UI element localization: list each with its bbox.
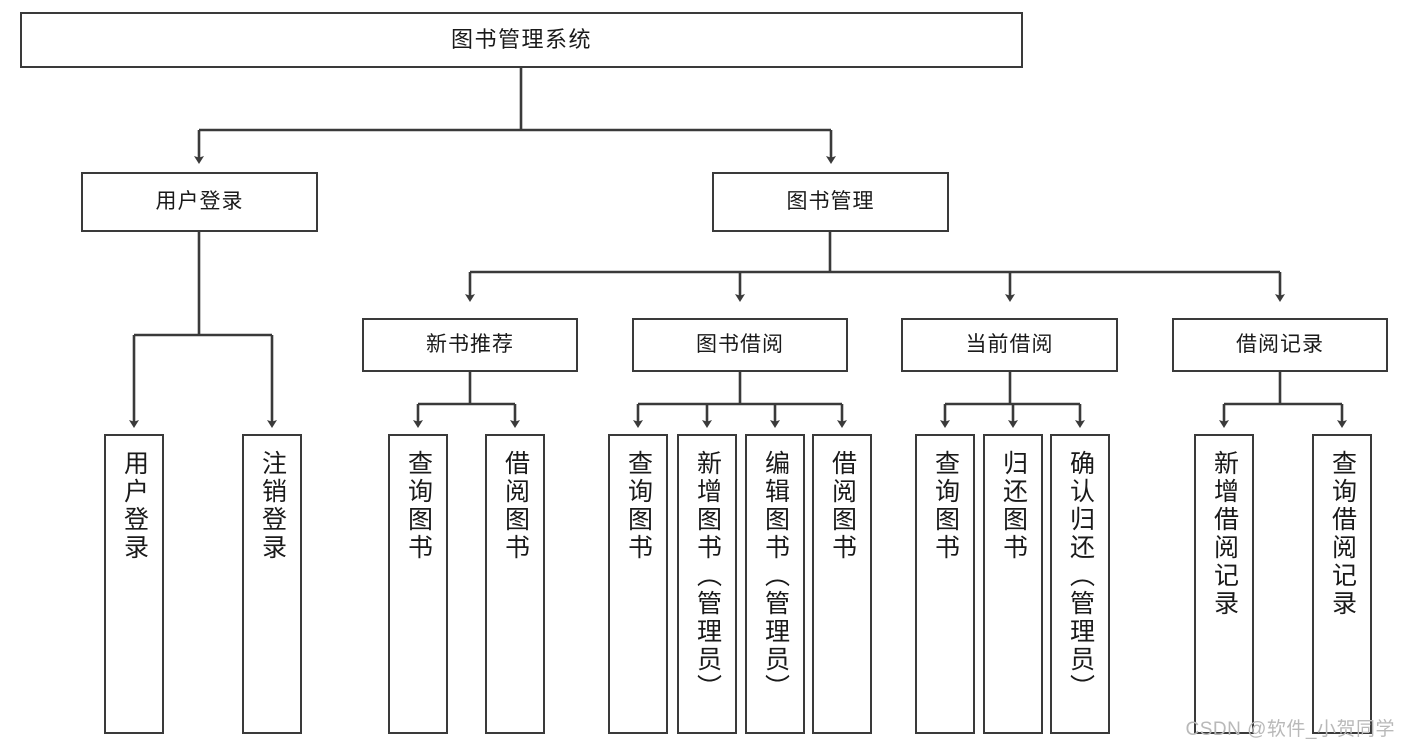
node-label: 查询借阅记录: [1328, 450, 1357, 618]
node-label: 借阅记录: [1236, 332, 1324, 356]
node-new-book-recommend[interactable]: 新书推荐: [362, 318, 578, 372]
leaf-book-borrow-query-book[interactable]: 查询图书: [608, 434, 668, 734]
node-label: 用户登录: [120, 450, 149, 562]
node-label: 图书管理系统: [450, 27, 592, 53]
leaf-book-borrow-edit-book-admin[interactable]: 编辑图书（管理员）: [745, 434, 805, 734]
node-label: 归还图书: [999, 450, 1028, 562]
node-label: 新书推荐: [426, 332, 514, 356]
node-book-borrow[interactable]: 图书借阅: [632, 318, 848, 372]
node-label: 新增借阅记录: [1210, 450, 1239, 618]
leaf-current-borrow-confirm-return-admin[interactable]: 确认归还（管理员）: [1050, 434, 1110, 734]
node-root-book-management-system[interactable]: 图书管理系统: [20, 12, 1023, 68]
leaf-current-borrow-return-book[interactable]: 归还图书: [983, 434, 1043, 734]
node-label: 借阅图书: [501, 450, 530, 562]
node-label: 编辑图书（管理员）: [761, 450, 790, 702]
leaf-borrow-record-query-record[interactable]: 查询借阅记录: [1312, 434, 1372, 734]
leaf-book-borrow-add-book-admin[interactable]: 新增图书（管理员）: [677, 434, 737, 734]
leaf-current-borrow-query-book[interactable]: 查询图书: [915, 434, 975, 734]
node-label: 确认归还（管理员）: [1066, 450, 1095, 702]
leaf-book-borrow-borrow-book[interactable]: 借阅图书: [812, 434, 872, 734]
node-label: 查询图书: [404, 450, 433, 562]
node-borrow-record[interactable]: 借阅记录: [1172, 318, 1388, 372]
leaf-borrow-record-add-record[interactable]: 新增借阅记录: [1194, 434, 1254, 734]
node-label: 图书借阅: [696, 332, 784, 356]
node-label: 查询图书: [624, 450, 653, 562]
node-current-borrow[interactable]: 当前借阅: [901, 318, 1118, 372]
node-label: 借阅图书: [828, 450, 857, 562]
node-book-management[interactable]: 图书管理: [712, 172, 949, 232]
node-label: 当前借阅: [965, 332, 1054, 356]
leaf-user-login-logout[interactable]: 注销登录: [242, 434, 302, 734]
node-label: 注销登录: [258, 450, 287, 562]
node-label: 图书管理: [786, 189, 875, 213]
node-label: 用户登录: [155, 189, 244, 213]
leaf-new-book-query-book[interactable]: 查询图书: [388, 434, 448, 734]
node-label: 查询图书: [931, 450, 960, 562]
node-user-login[interactable]: 用户登录: [81, 172, 318, 232]
leaf-user-login-login[interactable]: 用户登录: [104, 434, 164, 734]
node-label: 新增图书（管理员）: [693, 450, 722, 702]
csdn-watermark: CSDN @软件_小贺同学: [1185, 719, 1395, 740]
leaf-new-book-borrow-book[interactable]: 借阅图书: [485, 434, 545, 734]
